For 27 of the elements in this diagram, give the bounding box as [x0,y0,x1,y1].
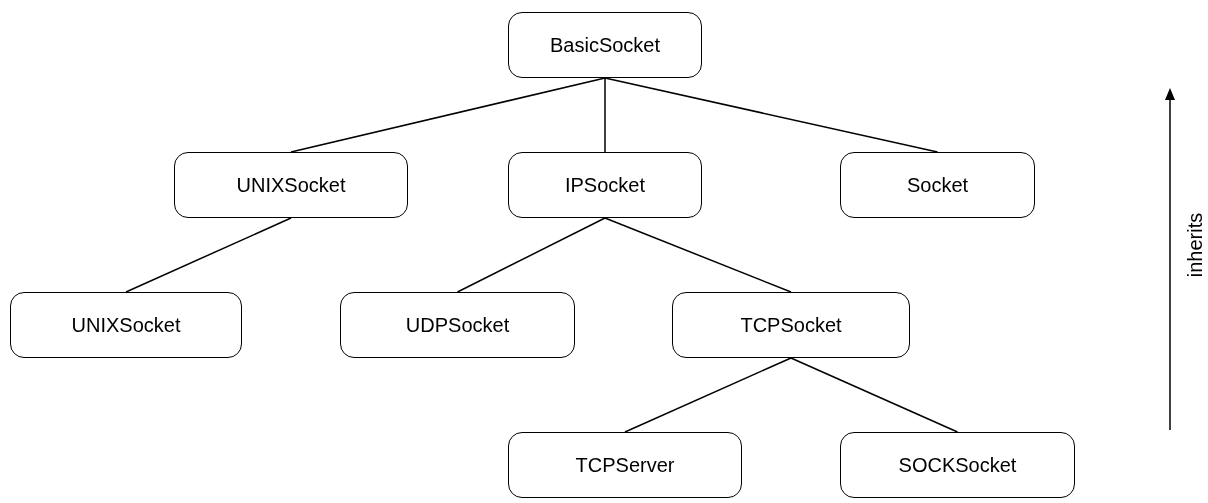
class-name: BasicSocket [549,33,661,58]
connector-line [125,217,292,293]
connector-line [604,77,606,153]
connector-line [604,217,792,293]
class-name: UDPSocket [405,313,510,338]
axis-label: inherits [1183,212,1207,278]
class-name: UNIXSocket [236,173,346,198]
class-name: IPSocket [564,173,645,198]
connector-line [790,357,959,433]
class-name: UNIXSocket [71,313,181,338]
class-box [508,432,742,498]
class-box [508,12,702,78]
class-box [672,292,910,358]
class-box [840,152,1035,218]
class-box [10,292,242,358]
class-box [340,292,575,358]
class-name: TCPServer [575,453,675,478]
class-box [508,152,702,218]
class-name: SOCKSocket [898,453,1017,478]
connector-line [456,217,606,293]
class-name: Socket [906,173,969,198]
connector-line [290,77,606,153]
connector-line [624,357,792,433]
class-box [174,152,408,218]
connector-line [604,77,939,153]
class-name: TCPSocket [740,313,842,338]
class-box [840,432,1075,498]
